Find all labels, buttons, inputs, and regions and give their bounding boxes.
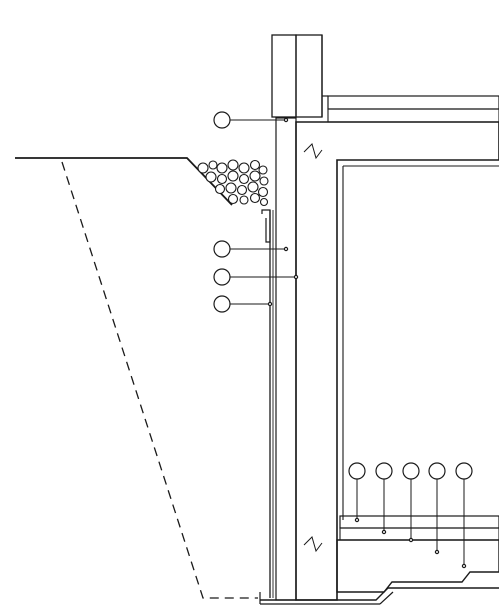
floor-finish-layer — [327, 95, 499, 110]
callout-bubble — [455, 462, 473, 480]
basement-screed-layer — [339, 527, 499, 541]
floor-callout — [348, 462, 366, 523]
callout-bubble — [375, 462, 393, 480]
callout-bubble — [213, 111, 231, 129]
wall-callout — [213, 295, 273, 313]
break-mark-top — [303, 143, 323, 160]
floor-callout — [455, 462, 473, 569]
wall-callout — [213, 240, 289, 258]
basement-finish-layer — [339, 515, 499, 529]
basement-floor-slab — [259, 515, 499, 605]
upper-masonry — [271, 34, 297, 118]
excavation-boundary — [61, 161, 258, 599]
callout-bubble — [213, 268, 231, 286]
callout-bubble — [213, 240, 231, 258]
wall-callouts — [213, 111, 299, 313]
floor-screed-layer — [327, 108, 499, 123]
ground-floor-slab — [322, 95, 499, 123]
callout-bubble — [402, 462, 420, 480]
callout-bubble — [213, 295, 231, 313]
callout-bubble — [428, 462, 446, 480]
upper-column-hatch — [295, 34, 323, 118]
floor-callout — [375, 462, 393, 535]
footing-outline — [260, 587, 499, 601]
wall-callout — [213, 111, 289, 129]
wall-callout — [213, 268, 299, 286]
break-mark-bottom — [303, 536, 323, 553]
floor-callout — [428, 462, 446, 555]
floor-callout — [402, 462, 420, 543]
ground-and-excavation — [15, 157, 258, 599]
membrane-termination-flashing — [261, 209, 271, 243]
floor-callouts — [348, 462, 473, 569]
callout-bubble — [348, 462, 366, 480]
upper-wall — [271, 34, 323, 118]
insulation-board — [275, 117, 297, 601]
gravel-fill — [196, 159, 269, 207]
basement-base-slab — [336, 539, 499, 593]
